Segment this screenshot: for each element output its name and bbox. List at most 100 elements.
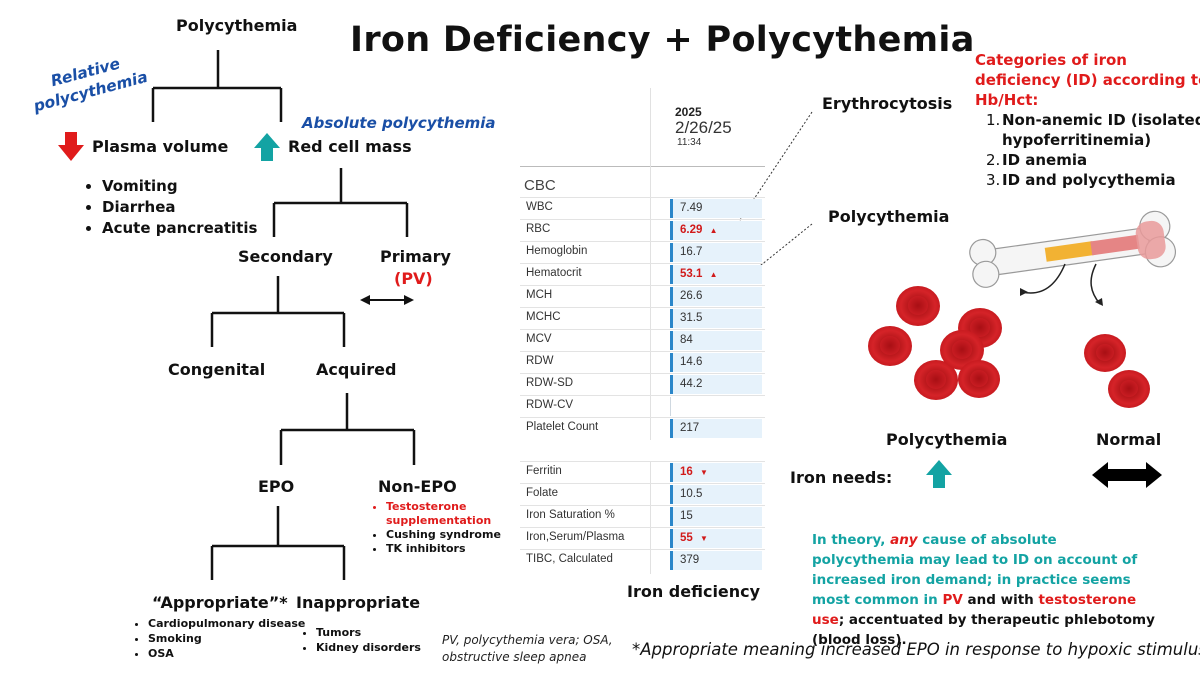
lab-divider	[520, 166, 765, 167]
lab-row-name: Hemoglobin	[526, 245, 588, 257]
callout-iron-deficiency: Iron deficiency	[627, 582, 761, 601]
lab-row-divider	[520, 241, 765, 242]
lab-row-value: 55 ▼	[670, 529, 762, 548]
lab-row-value: 14.6	[670, 353, 762, 372]
lab-row-value: 6.29 ▲	[670, 221, 762, 240]
theory-part: In theory,	[812, 532, 891, 548]
list-item: Cushing syndrome	[386, 528, 506, 542]
node-inappropriate: Inappropriate	[296, 593, 421, 612]
lab-value-text: 31.5	[680, 312, 703, 324]
appropriate-causes-list: Cardiopulmonary disease Smoking OSA	[130, 616, 305, 661]
lab-row-value: 15	[670, 507, 762, 526]
rbc-cell	[958, 360, 1000, 398]
lab-value-text: 84	[680, 334, 693, 346]
node-epo: EPO	[258, 477, 295, 496]
lab-row-name: MCHC	[526, 311, 561, 323]
lab-row-divider	[520, 197, 765, 198]
theory-testosterone: testosterone use	[812, 592, 1137, 628]
lab-row-name: WBC	[526, 201, 553, 213]
list-item: Diarrhea	[102, 197, 257, 218]
rbc-cell	[914, 360, 958, 400]
list-item: Vomiting	[102, 176, 257, 197]
node-secondary: Secondary	[238, 247, 333, 266]
callout-polycythemia: Polycythemia	[828, 207, 950, 226]
label-iron-needs: Iron needs:	[790, 468, 893, 487]
heading-line: Categories of iron	[975, 51, 1127, 69]
lab-row-name: MCV	[526, 333, 552, 345]
lab-row-divider	[520, 505, 765, 506]
node-plasma-volume: Plasma volume	[92, 137, 229, 156]
lab-row-name: Platelet Count	[526, 421, 599, 433]
rbc-cell	[1084, 334, 1126, 372]
category-line: ID anemia	[1002, 151, 1088, 169]
node-non-epo: Non-EPO	[378, 477, 457, 496]
lab-row-divider	[520, 285, 765, 286]
double-arrow-icon	[1092, 462, 1162, 488]
up-arrow-icon	[926, 460, 952, 488]
category-item: 1. Non-anemic ID (isolated hypoferritine…	[986, 110, 1200, 150]
lab-row-value: 10.5	[670, 485, 762, 504]
lab-row-value	[670, 397, 762, 416]
lab-row-name: Iron,Serum/Plasma	[526, 531, 625, 543]
category-num: 1.	[986, 111, 1001, 129]
lab-value-text: 7.49	[680, 202, 703, 214]
theory-any: any	[890, 532, 918, 548]
bone-arrows	[1020, 263, 1103, 306]
categories-heading: Categories of iron deficiency (ID) accor…	[975, 50, 1200, 110]
abbreviation-note: PV, polycythemia vera; OSA, obstructive …	[442, 633, 613, 664]
node-primary: Primary	[380, 247, 451, 266]
heading-line: Hb/Hct:	[975, 91, 1039, 109]
category-line: ID and polycythemia	[1002, 171, 1176, 189]
lab-row-name: MCH	[526, 289, 553, 301]
lab-row-name: Ferritin	[526, 465, 562, 477]
flag-high-icon: ▲	[707, 226, 718, 235]
footnote: *Appropriate meaning increased EPO in re…	[632, 640, 1200, 659]
lab-row-value: 84	[670, 331, 762, 350]
callout-erythrocytosis: Erythrocytosis	[822, 94, 953, 113]
flag-low-icon: ▼	[697, 468, 708, 477]
category-item: 2. ID anemia	[986, 150, 1200, 170]
lab-row-divider	[520, 527, 765, 528]
list-item: Cardiopulmonary disease	[148, 616, 305, 631]
lab-value-text: 14.6	[680, 356, 703, 368]
lab-row-value: 16.7	[670, 243, 762, 262]
lab-row-value: 379	[670, 551, 762, 570]
list-item: Smoking	[148, 631, 305, 646]
non-epo-causes-list: Testosterone supplementation Cushing syn…	[368, 500, 506, 556]
lab-year: 2025	[675, 105, 702, 119]
lab-time: 11:34	[677, 137, 702, 148]
lab-value-text: 379	[680, 554, 700, 566]
category-num: 2.	[986, 151, 1001, 169]
lab-row-divider	[520, 307, 765, 308]
lab-row-value: 31.5	[670, 309, 762, 328]
up-arrow-icon	[254, 133, 280, 161]
list-item: Acute pancreatitis	[102, 218, 257, 239]
lab-row-divider	[520, 461, 765, 462]
lab-row-divider	[520, 549, 765, 550]
lab-row-divider	[520, 263, 765, 264]
lab-value-text: 44.2	[680, 378, 703, 390]
node-acquired: Acquired	[316, 360, 397, 379]
list-item: OSA	[148, 646, 305, 661]
theory-paragraph: In theory, any cause of absolute polycyt…	[812, 530, 1162, 650]
theory-pv: PV	[942, 592, 963, 608]
page-title: Iron Deficiency + Polycythemia	[350, 20, 975, 60]
rbc-cell	[1108, 370, 1150, 408]
lab-row-value: 44.2	[670, 375, 762, 394]
down-arrow-icon	[58, 132, 84, 161]
lab-row-name: RBC	[526, 223, 551, 235]
lab-value-text: 10.5	[680, 488, 703, 500]
node-pv: (PV)	[394, 269, 433, 288]
lab-value-text: 16	[680, 466, 693, 478]
lab-row-name: RDW-SD	[526, 377, 574, 389]
inappropriate-causes-list: Tumors Kidney disorders	[298, 625, 421, 655]
lab-row-value: 26.6	[670, 287, 762, 306]
category-line: hypoferritinemia)	[1002, 131, 1152, 149]
testosterone-text: Testosterone supplementation	[386, 500, 492, 527]
node-polycythemia: Polycythemia	[176, 16, 298, 35]
label-absolute-polycythemia: Absolute polycythemia	[302, 114, 496, 132]
flag-low-icon: ▼	[697, 534, 708, 543]
lab-row-value: 217	[670, 419, 762, 438]
lab-value-text: 217	[680, 422, 700, 434]
list-item: Tumors	[316, 625, 421, 640]
